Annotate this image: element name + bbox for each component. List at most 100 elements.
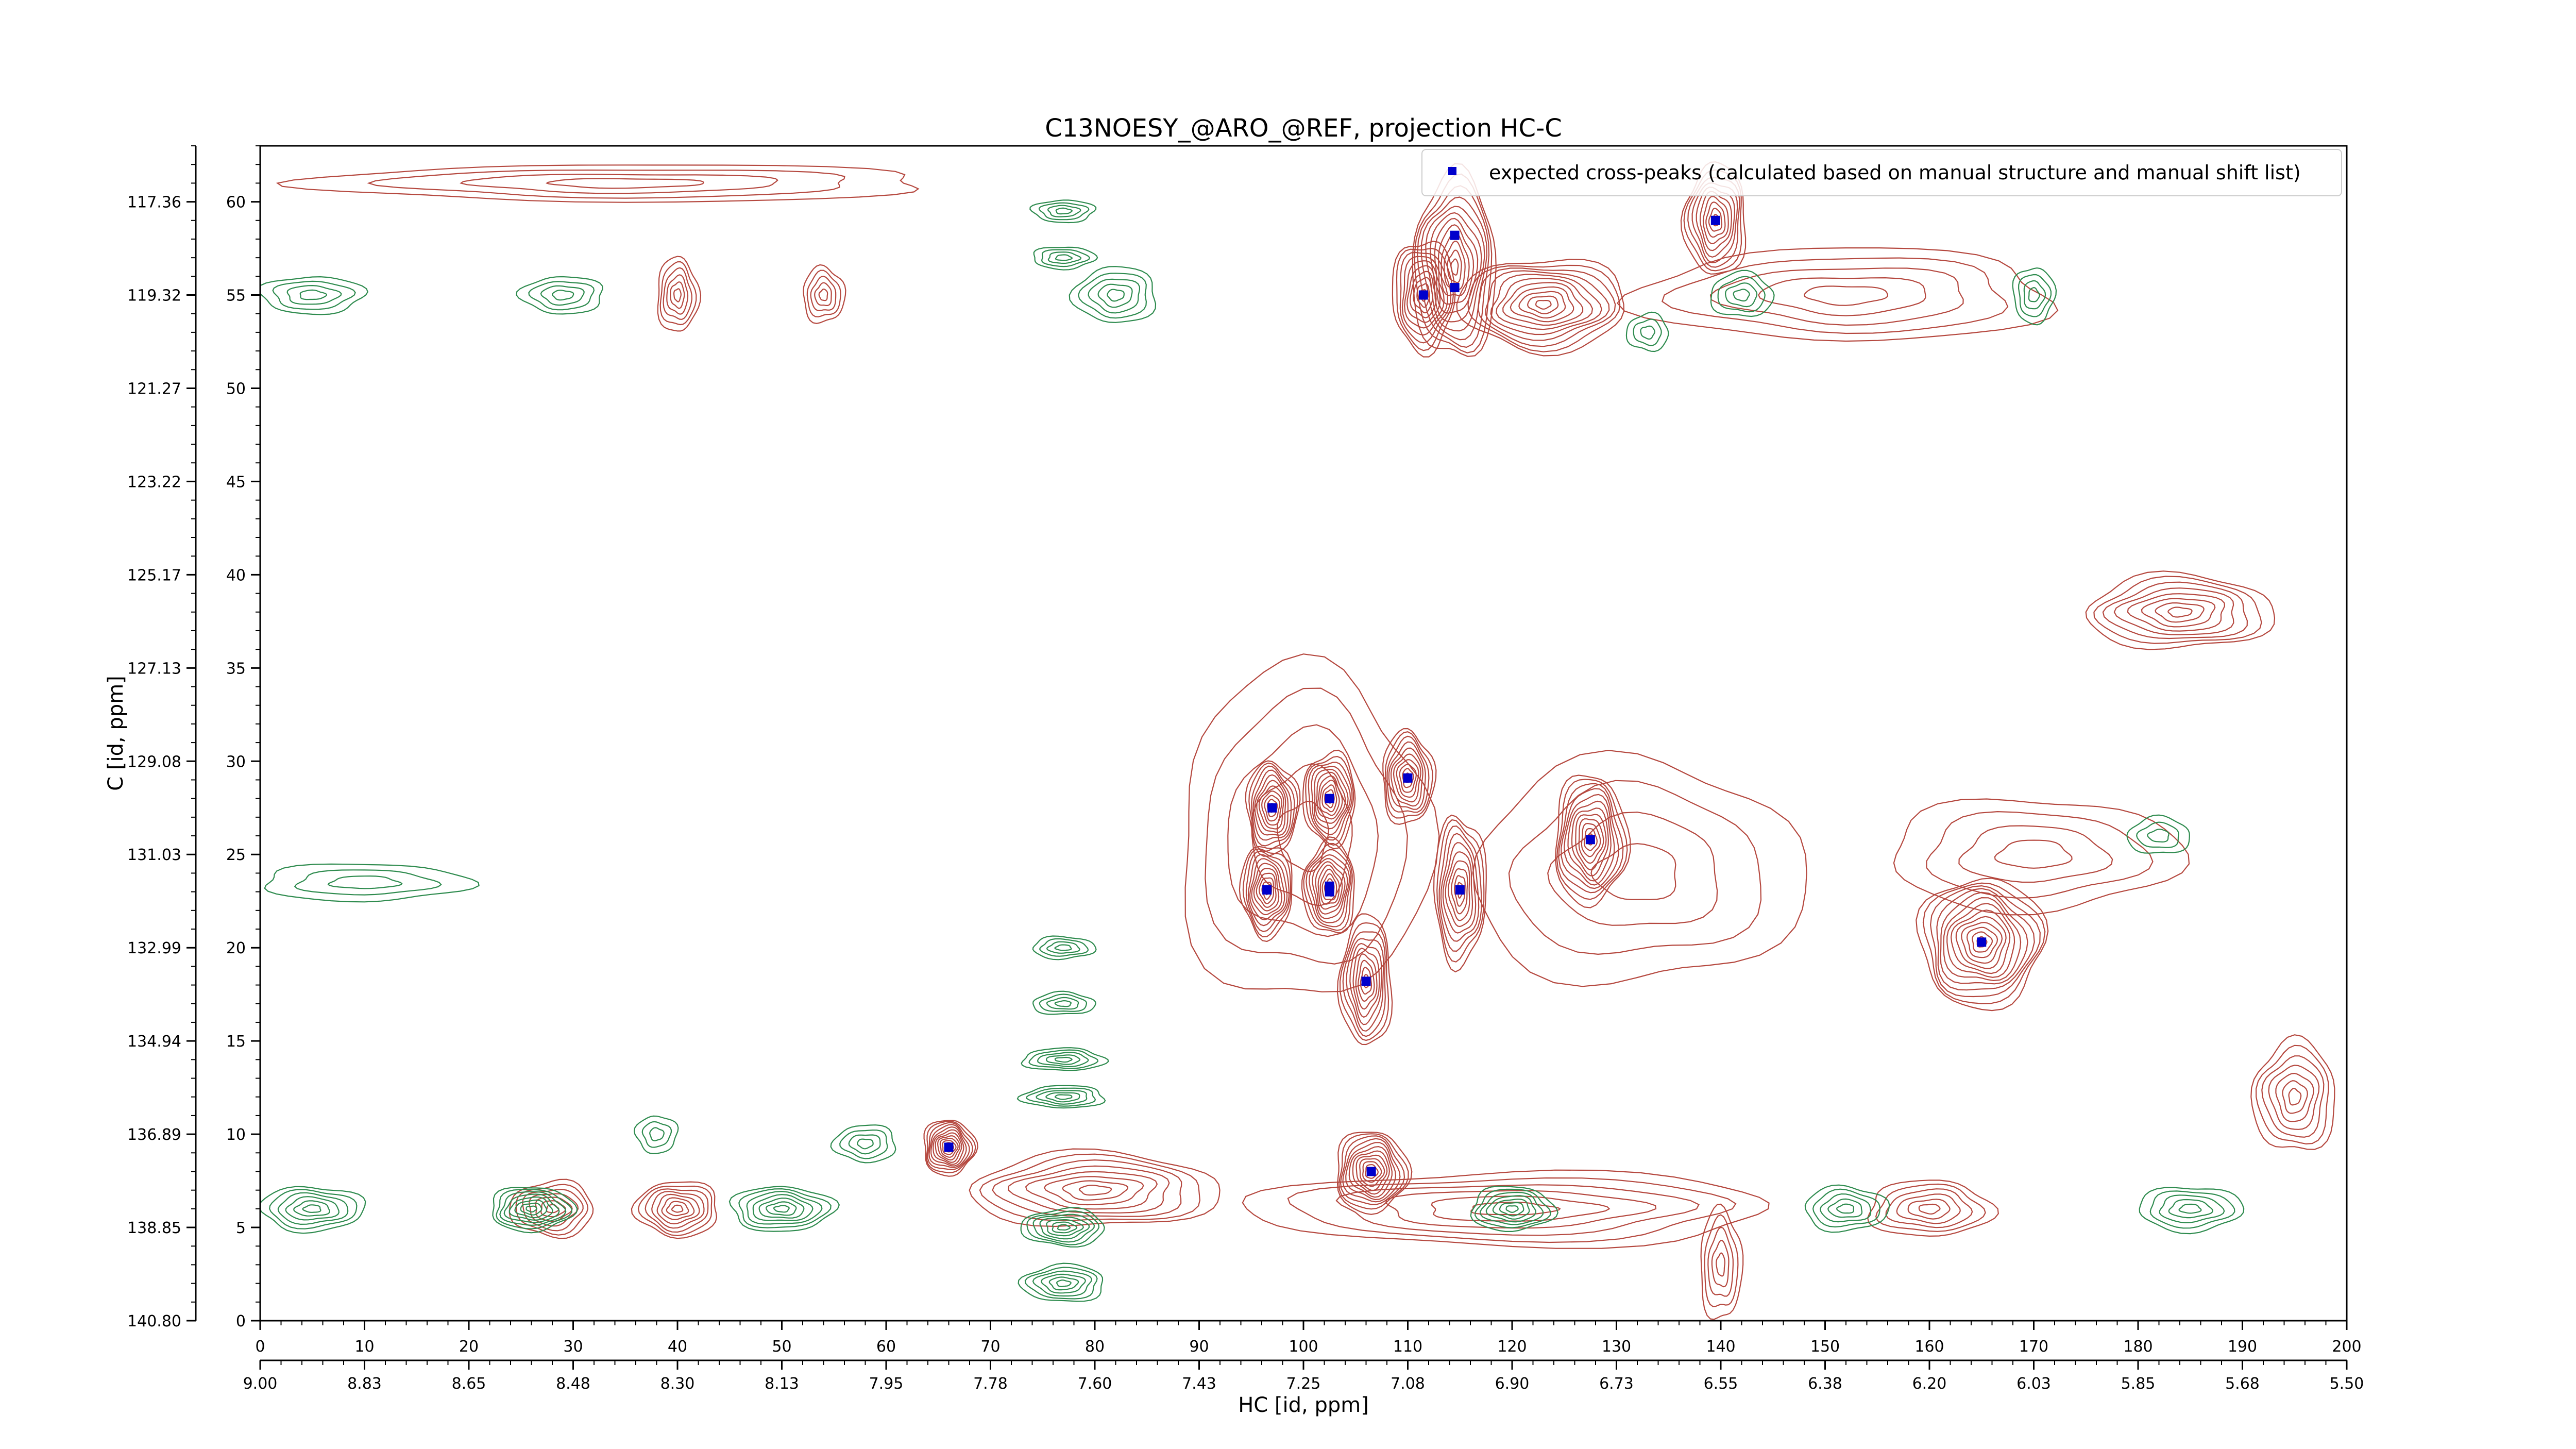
negative-contour: [1470, 1185, 1558, 1232]
y-tick-label: 35: [226, 660, 246, 678]
x-tick-label: 80: [1085, 1338, 1105, 1356]
positive-contour: [1705, 201, 1726, 238]
negative-contour: [1029, 199, 1097, 224]
positive-contour: [1258, 785, 1284, 830]
positive-contour: [1445, 851, 1473, 928]
positive-contour: [1399, 764, 1417, 793]
positive-contour: [1306, 849, 1352, 928]
negative-contour: [1836, 1203, 1855, 1214]
x-tick-label: 90: [1189, 1338, 1209, 1356]
negative-contour: [1812, 1188, 1880, 1228]
positive-contour: [923, 1120, 978, 1177]
x-tick-label: 200: [2332, 1338, 2361, 1356]
negative-contour: [2168, 1199, 2214, 1219]
cross-peak-point: [1325, 794, 1334, 803]
positive-contour: [1431, 1195, 1611, 1222]
positive-contour: [1393, 753, 1421, 803]
positive-contour: [1702, 196, 1729, 244]
negative-contour: [1041, 1273, 1086, 1294]
positive-contour: [1348, 1145, 1393, 1198]
positive-contour: [969, 1148, 1221, 1227]
negative-contour: [277, 1192, 349, 1225]
x-ppm-label: 6.20: [1912, 1375, 1947, 1393]
positive-contour: [1335, 1184, 1700, 1236]
positive-contour: [1442, 842, 1477, 934]
positive-contour: [1184, 653, 1440, 992]
positive-contour: [1447, 249, 1462, 283]
positive-contour: [2268, 1065, 2320, 1130]
negative-contour: [1499, 1202, 1524, 1217]
negative-contour: [499, 1191, 567, 1226]
negative-contour: [1041, 249, 1091, 267]
positive-contour: [1438, 825, 1482, 952]
x-tick-label: 180: [2123, 1338, 2153, 1356]
positive-contour: [1547, 811, 1718, 926]
positive-contour: [1867, 1180, 1999, 1237]
positive-contour: [1360, 967, 1372, 995]
cross-peak-point: [1361, 976, 1371, 986]
positive-contour: [1352, 948, 1380, 1018]
positive-contour: [1321, 784, 1337, 813]
positive-contour: [1312, 858, 1348, 919]
x-ppm-label: 8.13: [765, 1375, 799, 1393]
positive-contour: [666, 274, 689, 315]
x-ppm-label: 8.83: [347, 1375, 382, 1393]
positive-contour: [1467, 264, 1621, 352]
x-ppm-label: 8.48: [556, 1375, 590, 1393]
positive-contour: [1406, 265, 1441, 323]
negative-contour: [2028, 287, 2040, 302]
positive-contour: [1478, 267, 1616, 347]
positive-contour: [1301, 836, 1355, 934]
negative-contour: [1054, 944, 1072, 951]
positive-contour: [2255, 1044, 2329, 1145]
negative-contour: [1055, 207, 1073, 215]
x-tick-label: 160: [1914, 1338, 1944, 1356]
negative-contour: [540, 285, 585, 306]
x-tick-label: 100: [1289, 1338, 1318, 1356]
negative-contour: [1054, 1000, 1072, 1007]
y-tick-label: 20: [226, 939, 246, 957]
positive-contour: [1346, 938, 1384, 1032]
positive-contour: [1315, 861, 1346, 915]
y-ppm-label: 127.13: [127, 660, 181, 678]
positive-contour: [2085, 570, 2276, 650]
positive-contour: [1336, 913, 1393, 1046]
negative-contour: [2159, 1194, 2225, 1224]
positive-contour: [1319, 868, 1340, 905]
x-ppm-label: 5.85: [2121, 1375, 2156, 1393]
y-ppm-label: 129.08: [127, 753, 181, 771]
positive-contour: [1803, 285, 1889, 306]
negative-contour: [2012, 267, 2057, 326]
x-ppm-label: 5.50: [2330, 1375, 2364, 1393]
negative-contour: [2139, 1187, 2245, 1235]
negative-contour: [520, 1202, 543, 1216]
negative-contour: [1480, 1191, 1544, 1225]
positive-contour: [1916, 878, 2049, 1012]
negative-contour: [1032, 990, 1096, 1015]
positive-contour: [1242, 1169, 1770, 1249]
positive-contour: [1616, 247, 2059, 342]
negative-contour: [264, 863, 480, 903]
negative-contour: [1039, 993, 1088, 1012]
positive-contour: [1253, 868, 1280, 912]
negative-contour: [1038, 202, 1090, 221]
positive-contour: [2102, 581, 2248, 639]
positive-contour: [671, 1204, 684, 1213]
positive-contour: [1252, 769, 1292, 841]
x-ppm-label: 7.60: [1078, 1375, 1112, 1393]
negative-contour: [1039, 1217, 1090, 1240]
x-tick-label: 130: [1602, 1338, 1631, 1356]
positive-contour: [2250, 1034, 2335, 1150]
x-ppm-label: 7.95: [869, 1375, 904, 1393]
positive-contour: [1303, 843, 1353, 931]
positive-contour: [1994, 839, 2073, 869]
positive-contour: [2155, 602, 2205, 623]
positive-contour: [1402, 768, 1414, 788]
positive-contour: [2261, 1055, 2325, 1138]
negative-contour: [1505, 1205, 1519, 1213]
positive-contour: [637, 1185, 713, 1237]
positive-contour: [460, 174, 778, 194]
positive-contour: [1420, 196, 1488, 341]
